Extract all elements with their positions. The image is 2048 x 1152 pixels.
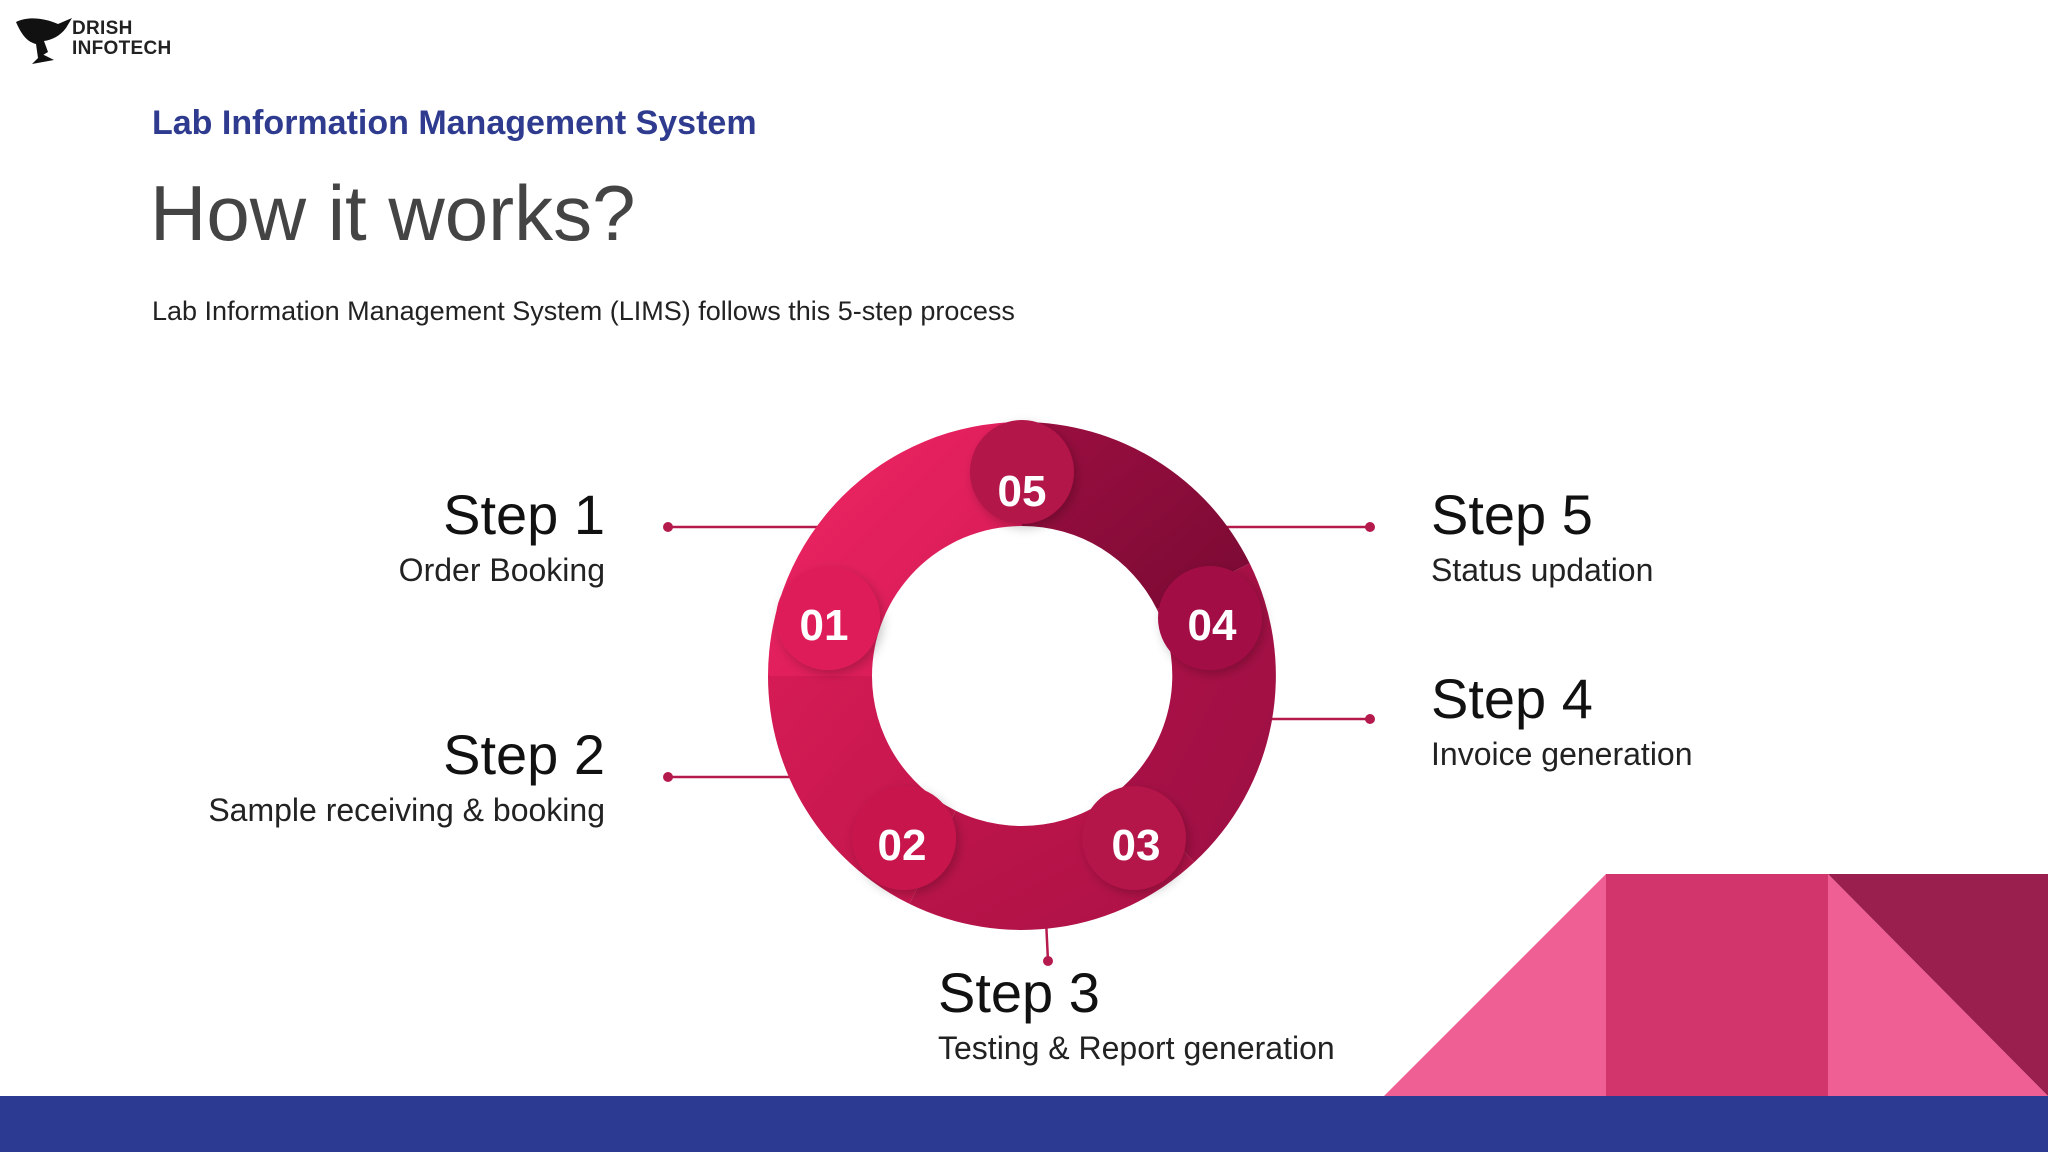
connector-lines [663,522,1375,966]
connector-dot-step-3 [1043,956,1053,966]
bird-logo-icon [16,18,72,64]
step-3-title: Step 3 [938,961,1100,1024]
step-5-title: Step 5 [1431,483,1593,546]
logo-text-line1: DRISH [72,18,133,39]
decor-triangle-left [1384,874,1606,1096]
step-2-description: Sample receiving & booking [208,792,605,828]
footer-bar [0,1096,2048,1152]
connector-dot-step-4 [1365,714,1375,724]
decor-band-middle [1606,874,1828,1096]
decor-triangle-right-dark [1828,874,2048,1096]
page-title: How it works? [150,169,636,257]
connector-dot-step-2 [663,772,673,782]
badge-05-circle [970,420,1074,524]
badge-02-number: 02 [878,821,927,870]
step-3-description: Testing & Report generation [938,1030,1335,1066]
company-logo: DRISH INFOTECH [14,14,184,66]
step-5-description: Status updation [1431,552,1654,588]
badge-03-circle [1082,786,1186,890]
ring-segment-05 [1022,422,1250,610]
logo-text-line2: INFOTECH [72,38,172,59]
page-subtitle: Lab Information Management System (LIMS)… [152,296,1015,326]
badge-05-number: 05 [998,467,1047,516]
connector-dot-step-1 [663,522,673,532]
badge-01-circle [776,566,880,670]
decorative-shapes [1384,874,2048,1096]
number-badges: 05 04 03 02 01 [776,420,1262,890]
step-1-description: Order Booking [398,552,605,588]
step-1-title: Step 1 [443,483,605,546]
badge-03-number: 03 [1112,821,1161,870]
badge-01-number: 01 [800,601,849,650]
step-4-description: Invoice generation [1431,736,1693,772]
step-4-title: Step 4 [1431,667,1593,730]
badge-04-circle [1158,566,1262,670]
badge-04-number: 04 [1188,601,1237,650]
connector-dot-step-5 [1365,522,1375,532]
step-2-title: Step 2 [443,723,605,786]
section-kicker: Lab Information Management System [152,104,757,142]
badge-02-circle [852,786,956,890]
